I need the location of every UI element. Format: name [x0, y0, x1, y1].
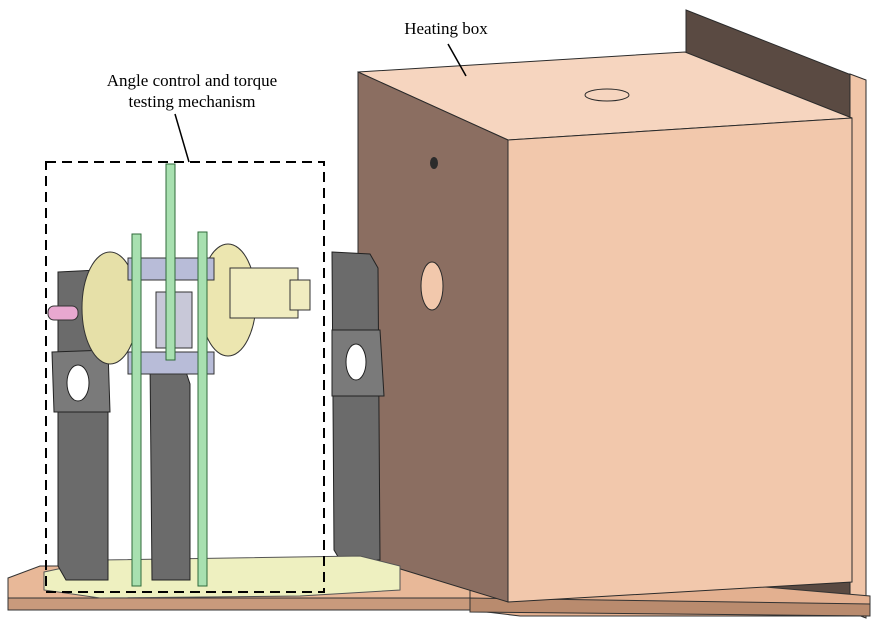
mechanism-label-line-2: testing mechanism — [128, 92, 256, 111]
heating-box-leader-line — [447, 43, 467, 77]
mechanism-label-line-1: Angle control and torque — [106, 71, 278, 90]
mechanism-label: Angle control and torque testing mechani… — [46, 70, 338, 112]
mechanism-leader-line — [174, 113, 190, 163]
mechanism-dashed-frame — [45, 161, 325, 593]
heating-box-label: Heating box — [404, 19, 488, 38]
heating-box — [357, 51, 853, 603]
guide-rods — [131, 163, 208, 587]
right-support-pillar — [331, 251, 385, 561]
